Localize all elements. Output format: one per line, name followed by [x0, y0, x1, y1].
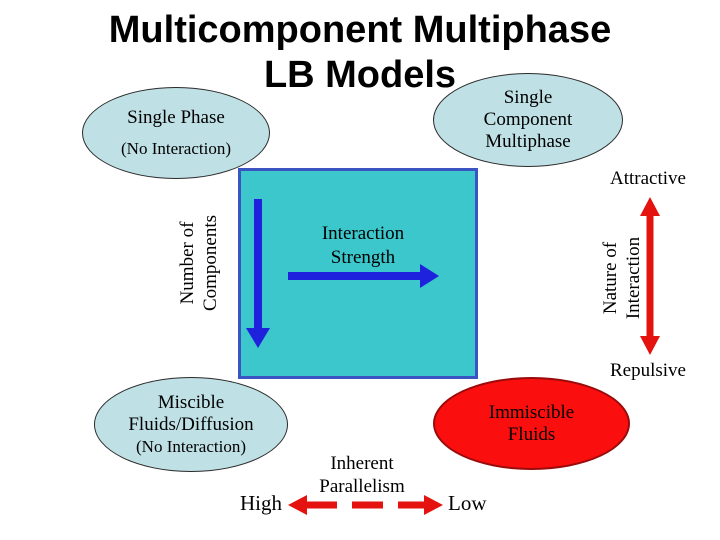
- interaction-matrix-square: [238, 168, 478, 379]
- nature-label-line-1: Nature of: [600, 241, 621, 315]
- miscible-line-3: (No Interaction): [136, 436, 246, 456]
- interaction-strength-label: Interaction Strength: [281, 222, 445, 270]
- immiscible-line-1: Immiscible: [488, 401, 575, 423]
- immiscible-line-2: Fluids: [507, 423, 556, 445]
- single-component-line-1: Single: [503, 87, 553, 108]
- bubble-single-component-multiphase: Single Component Multiphase: [433, 73, 623, 167]
- bubble-immiscible-fluids: Immiscible Fluids: [433, 377, 630, 470]
- number-of-components-axis-label: Number of Components: [175, 207, 223, 319]
- low-label: Low: [448, 491, 487, 515]
- bubble-miscible-fluids: Miscible Fluids/Diffusion (No Interactio…: [94, 377, 288, 472]
- nature-label-line-2: Interaction: [623, 236, 644, 320]
- single-component-line-2: Component: [483, 109, 573, 130]
- miscible-line-1: Miscible: [157, 391, 225, 413]
- single-phase-line-2: (No Interaction): [121, 138, 231, 158]
- attractive-label: Attractive: [610, 168, 686, 189]
- title-line-2: LB Models: [263, 54, 457, 96]
- parallelism-arrow-icon: [288, 495, 443, 515]
- interaction-strength-line-1: Interaction: [321, 223, 405, 244]
- parallelism-line-1: Inherent: [330, 453, 394, 474]
- parallelism-line-2: Parallelism: [319, 476, 405, 497]
- components-label-line-1: Number of: [177, 221, 198, 305]
- nature-of-interaction-axis-label: Nature of Interaction: [598, 222, 646, 334]
- miscible-line-2: Fluids/Diffusion: [128, 413, 254, 435]
- single-component-line-3: Multiphase: [485, 131, 571, 152]
- interaction-strength-line-2: Strength: [330, 247, 396, 268]
- high-label: High: [240, 491, 282, 515]
- bubble-single-phase: Single Phase (No Interaction): [82, 87, 270, 179]
- repulsive-label: Repulsive: [610, 360, 686, 381]
- single-phase-line-1: Single Phase: [127, 106, 225, 128]
- title-line-1: Multicomponent Multiphase: [108, 9, 612, 51]
- components-label-line-2: Components: [200, 214, 221, 312]
- slide-title: Multicomponent Multiphase LB Models: [0, 8, 720, 98]
- inherent-parallelism-label: Inherent Parallelism: [292, 452, 432, 498]
